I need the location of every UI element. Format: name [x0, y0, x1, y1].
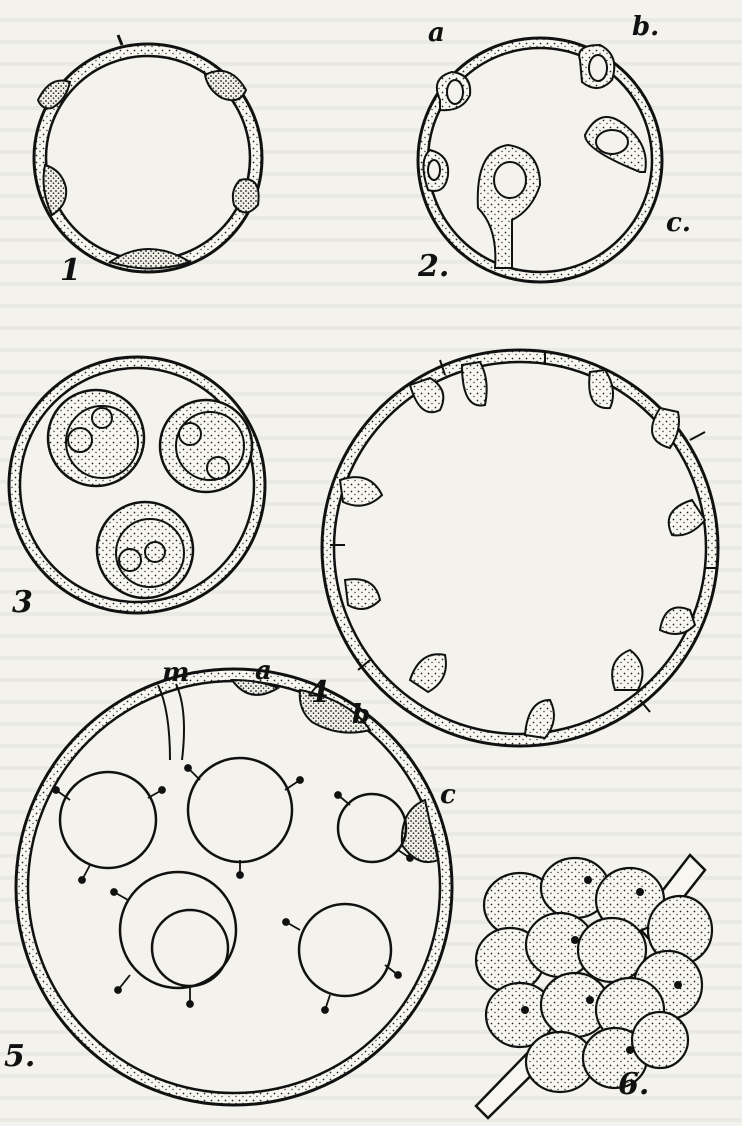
- figure-5-letter-c: c: [440, 782, 456, 808]
- figure-2-letter-b: b.: [632, 14, 659, 40]
- figure-1-drawing: [34, 35, 262, 272]
- figure-5-letter-a: a: [255, 658, 272, 684]
- figure-5-label: 5.: [4, 1042, 35, 1072]
- figure-6-drawing: [476, 855, 712, 1118]
- figure-2-letter-a: a: [428, 20, 445, 46]
- figure-1-label: 1: [60, 256, 81, 286]
- figure-6-label: 6.: [618, 1070, 649, 1100]
- figure-4-label: 4: [308, 678, 329, 708]
- figure-5-letter-m: m: [162, 660, 190, 686]
- figure-3-drawing: [9, 357, 265, 613]
- figure-2-drawing: [418, 38, 662, 282]
- figure-4-drawing: [322, 350, 718, 746]
- figure-2-letter-c: c.: [666, 210, 691, 236]
- figure-3-label: 3: [12, 588, 33, 618]
- figure-5-letter-b: b: [352, 702, 370, 728]
- figure-2-label: 2.: [418, 252, 449, 282]
- figure-5-drawing: [16, 669, 452, 1105]
